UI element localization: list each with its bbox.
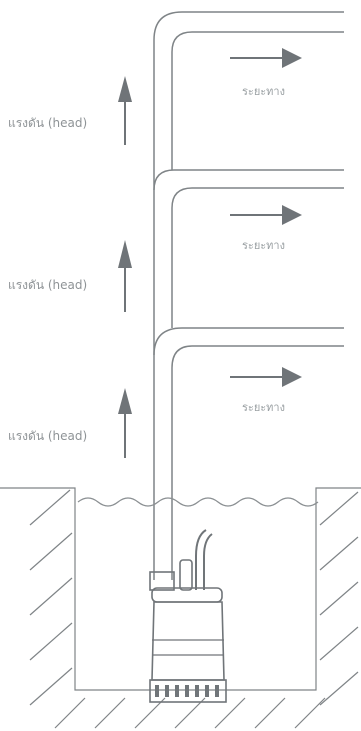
head-label-1: แรงดัน (head) [8, 116, 88, 130]
up-arrow-icon [118, 76, 132, 145]
distance-label-1: ระยะทาง [242, 85, 285, 98]
distance-label-2: ระยะทาง [242, 239, 285, 252]
up-arrow-icon [118, 388, 132, 458]
distance-arrows [230, 48, 302, 387]
head-label-3: แรงดัน (head) [8, 429, 88, 443]
distance-label-3: ระยะทาง [242, 401, 285, 414]
up-arrow-icon [118, 240, 132, 312]
water-wave-icon [77, 497, 319, 507]
submersible-pump-icon [149, 529, 227, 703]
hatched-ground-icon [0, 487, 361, 729]
riser-pipe [153, 11, 344, 580]
head-label-2: แรงดัน (head) [8, 278, 88, 292]
head-arrows [118, 76, 132, 458]
